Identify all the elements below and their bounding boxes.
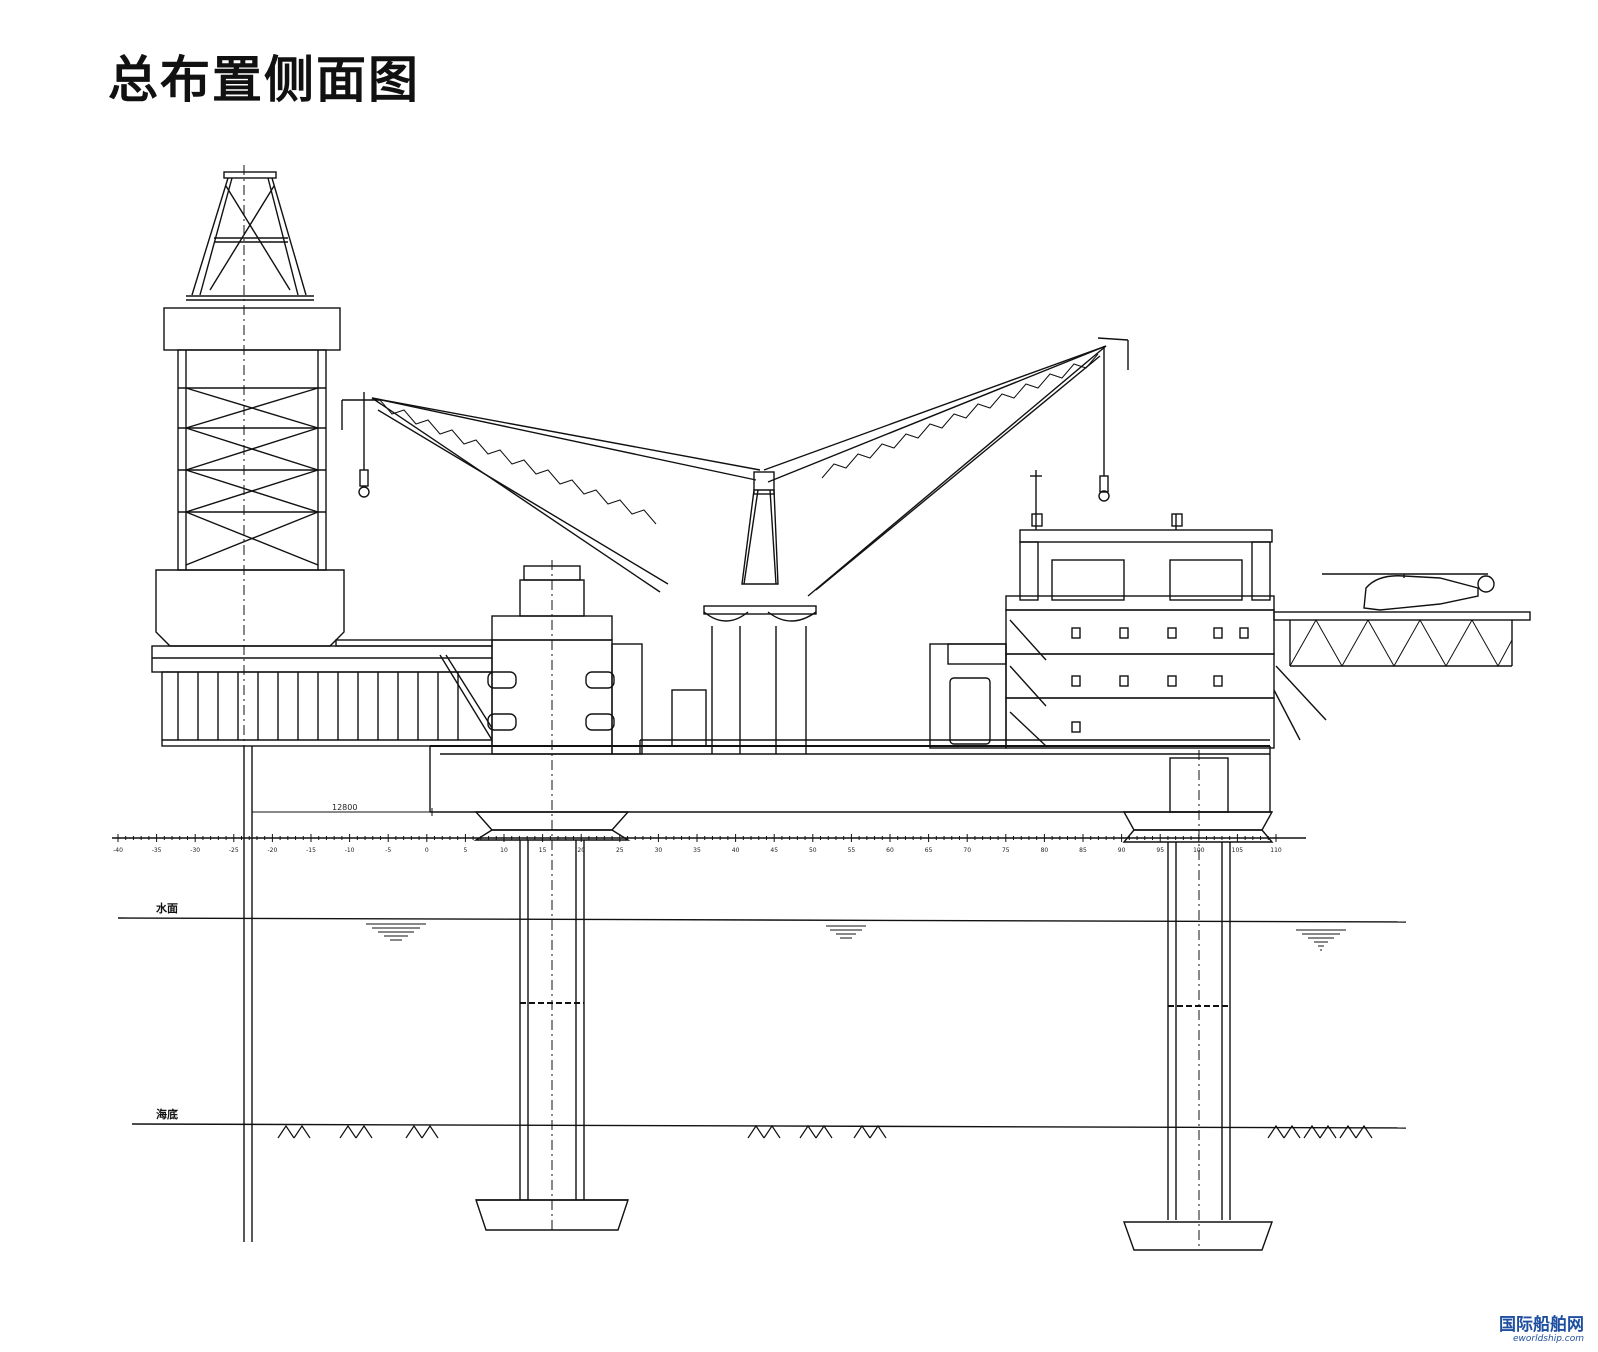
conductor-pipe xyxy=(243,746,253,1242)
seabed-hatch-mark xyxy=(339,1124,357,1139)
helideck xyxy=(1273,611,1531,741)
watermark-en: eworldship.com xyxy=(1512,1334,1584,1344)
scale-tick-label: -15 xyxy=(306,847,316,854)
seabed-hatch-mark xyxy=(1283,1124,1301,1139)
scale-tick-label: -20 xyxy=(267,847,277,854)
right-crane-boom xyxy=(763,337,1129,597)
right-leg xyxy=(1122,750,1274,1251)
scale-tick-label: 85 xyxy=(1079,847,1087,854)
seabed-hatch-mark xyxy=(815,1124,833,1139)
scale-tick-label: -5 xyxy=(385,847,391,854)
scale-tick-label: 65 xyxy=(925,847,933,854)
scale-tick-label: 25 xyxy=(616,847,624,854)
scale-tick-label: -35 xyxy=(152,847,162,854)
scale-tick-label: 0 xyxy=(425,847,429,854)
scale-tick-label: 35 xyxy=(693,847,701,854)
scale-tick-labels: -40 -35 -30 -25 -20 -15 -10 -5 0 5 10 15 20 25 30 35 40 4… xyxy=(113,847,1282,854)
scale-tick-label: 100 xyxy=(1193,847,1205,854)
scale-tick-label: -25 xyxy=(229,847,239,854)
scale-bar xyxy=(112,834,1306,842)
seabed-hatch-mark xyxy=(355,1124,373,1139)
scale-tick-label: 105 xyxy=(1232,847,1244,854)
seabed-hatch-mark xyxy=(747,1124,765,1139)
watermark: 国际船舶网 eworldship.com xyxy=(1499,1316,1584,1344)
left-leg xyxy=(475,840,629,1231)
deck-hull xyxy=(429,739,1272,813)
scale-tick-label: 55 xyxy=(848,847,856,854)
water-surface-line xyxy=(117,917,1407,951)
seabed-hatch-mark xyxy=(421,1124,439,1139)
scale-tick-label: 60 xyxy=(886,847,894,854)
seabed-hatch-mark xyxy=(277,1124,295,1139)
derrick xyxy=(155,165,345,760)
scale-tick-label: 70 xyxy=(963,847,971,854)
seabed-hatch-mark xyxy=(293,1124,311,1139)
dimension-value: 12800 xyxy=(332,803,357,812)
dimension-line xyxy=(251,808,433,816)
scale-tick-label: -40 xyxy=(113,847,123,854)
seabed-hatch-mark xyxy=(799,1124,817,1139)
seabed-line xyxy=(131,1123,1407,1139)
crane-pedestals xyxy=(671,471,817,754)
scale-tick-label: -10 xyxy=(345,847,355,854)
scale-tick-label: 110 xyxy=(1270,847,1282,854)
left-crane-boom xyxy=(341,392,761,593)
pipe-rack-deck xyxy=(151,639,493,747)
seabed-hatch-mark xyxy=(869,1124,887,1139)
seabed-hatch-mark xyxy=(1355,1124,1373,1139)
scale-tick-label: 50 xyxy=(809,847,817,854)
scale-tick-label: 30 xyxy=(655,847,663,854)
scale-tick-label: 75 xyxy=(1002,847,1010,854)
scale-tick-label: 95 xyxy=(1156,847,1164,854)
watermark-cn: 国际船舶网 xyxy=(1499,1315,1584,1335)
seabed-hatch-mark xyxy=(763,1124,781,1139)
crane-cabin-left xyxy=(741,489,779,585)
scale-tick-label: 45 xyxy=(770,847,778,854)
scale-tick-label: 15 xyxy=(539,847,547,854)
scale-tick-label: 10 xyxy=(500,847,508,854)
helicopter xyxy=(1322,573,1495,611)
seabed-hatch-mark xyxy=(1339,1124,1357,1139)
page-title: 总布置侧面图 xyxy=(108,50,420,109)
seabed-hatch-mark xyxy=(1303,1124,1321,1139)
scale-tick-label: -30 xyxy=(190,847,200,854)
seabed-hatch-mark xyxy=(1319,1124,1337,1139)
scale-tick-label: 5 xyxy=(463,847,467,854)
scale-tick-label: 90 xyxy=(1118,847,1126,854)
water-surface-label: 水面 xyxy=(156,901,178,915)
seabed-label: 海底 xyxy=(156,1107,178,1121)
living-quarters xyxy=(929,470,1275,749)
seabed-hatch-mark xyxy=(853,1124,871,1139)
left-leg-housing xyxy=(487,560,643,1230)
seabed-hatch-mark xyxy=(405,1124,423,1139)
scale-tick-label: 40 xyxy=(732,847,740,854)
scale-tick-label: 80 xyxy=(1041,847,1049,854)
seabed-hatch-mark xyxy=(1267,1124,1285,1139)
scale-tick-label: 20 xyxy=(577,847,585,854)
